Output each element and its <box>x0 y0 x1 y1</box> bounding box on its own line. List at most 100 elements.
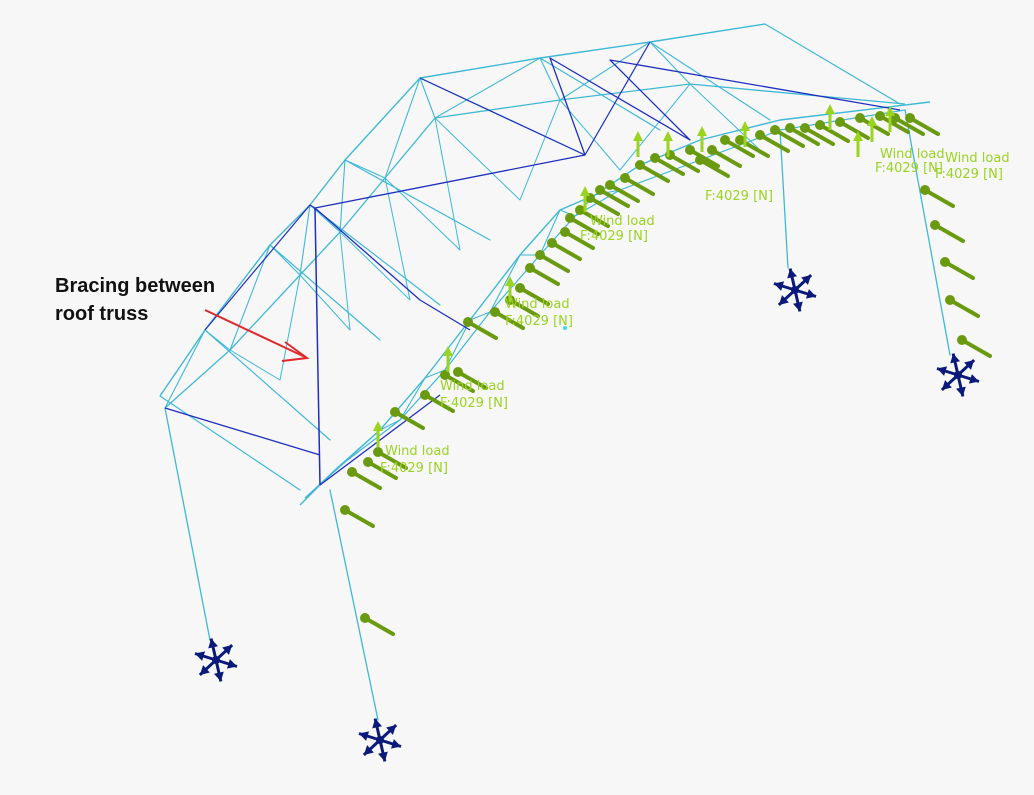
side-load-arrow <box>945 295 980 318</box>
load-arrow-head <box>547 238 557 248</box>
load-arrow-shaft <box>393 410 425 430</box>
load-arrow-shaft <box>538 253 570 273</box>
side-load-arrow <box>565 213 600 236</box>
load-label: F:4029 [N] <box>705 189 773 204</box>
load-arrow-head <box>770 125 780 135</box>
load-arrow-shaft <box>550 241 582 261</box>
load-arrow-head <box>707 145 717 155</box>
support-cone <box>956 386 966 397</box>
load-arrow-shaft <box>723 138 755 158</box>
load-arrow-head <box>525 263 535 273</box>
load-arrow-shaft <box>838 120 870 140</box>
uplift-arrow-tip <box>663 131 673 141</box>
side-load-arrow <box>957 335 992 358</box>
uplift-arrow-tip <box>697 126 707 136</box>
load-arrow-shaft <box>363 616 395 636</box>
load-arrow-shaft <box>773 128 805 148</box>
load-arrow-shaft <box>933 223 965 243</box>
side-load-arrow <box>650 153 685 176</box>
load-arrow-shaft <box>578 208 610 228</box>
load-arrow-head <box>957 335 967 345</box>
load-arrow-shaft <box>456 370 488 390</box>
truss-members <box>159 23 951 721</box>
load-arrow-shaft <box>668 153 700 173</box>
uplift-load-arrow <box>697 126 707 152</box>
side-load-arrow <box>920 185 955 208</box>
support-cone <box>208 638 218 649</box>
purlin <box>539 57 661 131</box>
column-front-left <box>329 489 379 721</box>
load-arrow-head <box>815 120 825 130</box>
load-arrow-shaft <box>653 156 685 176</box>
load-arrow-shaft <box>960 338 992 358</box>
middle-web-members <box>229 83 761 381</box>
side-load-arrow <box>815 120 850 143</box>
side-load-arrow <box>453 367 488 390</box>
uplift-load-arrow <box>825 104 835 130</box>
load-arrow-shaft <box>598 188 630 208</box>
load-arrow-head <box>535 250 545 260</box>
load-arrow-head <box>620 173 630 183</box>
side-load-arrow <box>875 111 910 134</box>
load-label: Wind load <box>945 151 1010 166</box>
load-label: F:4029 [N] <box>580 229 648 244</box>
load-arrow-head <box>490 307 500 317</box>
load-label: F:4029 [N] <box>505 314 573 329</box>
load-label: Wind load <box>590 214 655 229</box>
load-arrow-head <box>695 155 705 165</box>
side-load-arrow <box>905 113 940 136</box>
bracing-ridge <box>419 41 651 156</box>
support-cone <box>214 671 224 682</box>
load-arrow-shaft <box>638 163 670 183</box>
load-label: F:4029 [N] <box>935 167 1003 182</box>
support-cone <box>968 374 980 384</box>
roof-bracing-members <box>164 41 901 486</box>
purlin <box>764 23 901 105</box>
column-rear-right <box>779 129 789 269</box>
front-lower-chord <box>304 109 906 499</box>
load-arrow-shaft <box>803 126 835 146</box>
load-arrow-shaft <box>908 116 940 136</box>
support-cone <box>386 725 397 735</box>
load-arrow-shaft <box>466 320 498 340</box>
bracing-roof-x <box>549 57 901 156</box>
side-load-arrow <box>800 123 835 146</box>
side-load-arrow <box>390 407 425 430</box>
load-arrow-head <box>440 370 450 380</box>
callout-arrow <box>204 309 310 362</box>
purlin <box>649 41 771 121</box>
side-load-arrow <box>525 263 560 286</box>
load-arrow-shaft <box>758 133 790 153</box>
side-load-arrow <box>930 220 965 243</box>
uplift-arrow-tip <box>505 276 515 286</box>
load-arrow-head <box>920 185 930 195</box>
support-cone <box>941 380 952 390</box>
support-hub <box>791 286 799 294</box>
side-load-arrow <box>707 145 742 168</box>
load-arrow-shaft <box>923 188 955 208</box>
support-front-right <box>936 353 980 397</box>
support-cone <box>226 659 238 669</box>
load-arrow-head <box>905 113 915 123</box>
uplift-arrow-tip <box>853 131 863 141</box>
load-label: Wind load <box>505 297 570 312</box>
load-arrow-head <box>945 295 955 305</box>
load-label: Wind load <box>440 379 505 394</box>
load-arrow-head <box>565 213 575 223</box>
load-arrow-head <box>855 113 865 123</box>
side-load-arrow <box>360 613 395 636</box>
bracing-end-2 <box>204 204 316 331</box>
load-arrow-head <box>785 123 795 133</box>
load-arrow-head <box>685 145 695 155</box>
support-cone <box>801 275 812 285</box>
uplift-arrow-tip <box>885 106 895 116</box>
uplift-load-arrow <box>443 346 453 372</box>
side-load-arrow <box>363 457 398 480</box>
side-load-arrow <box>785 123 820 146</box>
load-arrow-head <box>940 257 950 267</box>
load-arrow-shaft <box>568 216 600 236</box>
load-arrow-head <box>363 457 373 467</box>
load-arrow-head <box>930 220 940 230</box>
load-label: F:4029 [N] <box>440 396 508 411</box>
